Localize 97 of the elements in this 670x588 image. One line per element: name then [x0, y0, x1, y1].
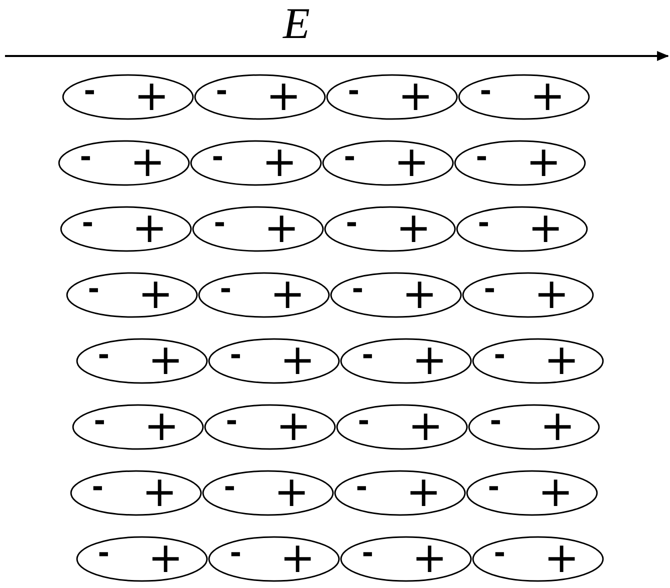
- minus-sign: -: [346, 202, 358, 242]
- dipole-ellipse: [458, 74, 590, 120]
- minus-sign: -: [494, 532, 506, 572]
- plus-sign: +: [408, 403, 444, 449]
- dipole-ellipse: [198, 272, 330, 318]
- minus-sign: -: [98, 532, 110, 572]
- plus-sign: +: [132, 205, 168, 251]
- dipole-ellipse: [340, 536, 472, 582]
- plus-sign: +: [142, 469, 178, 515]
- minus-sign: -: [224, 466, 236, 506]
- minus-sign: -: [220, 268, 232, 308]
- minus-sign: -: [348, 70, 360, 110]
- dipole-ellipse: [330, 272, 462, 318]
- dipole-ellipse: [336, 404, 468, 450]
- plus-sign: +: [526, 139, 562, 185]
- minus-sign: -: [344, 136, 356, 176]
- minus-sign: -: [88, 268, 100, 308]
- minus-sign: -: [214, 202, 226, 242]
- minus-sign: -: [356, 466, 368, 506]
- minus-sign: -: [98, 334, 110, 374]
- plus-sign: +: [544, 535, 580, 581]
- dipole-ellipse: [76, 536, 208, 582]
- dipole-ellipse: [208, 338, 340, 384]
- plus-sign: +: [280, 535, 316, 581]
- plus-sign: +: [406, 469, 442, 515]
- dipole-ellipse: [66, 272, 198, 318]
- dipole-ellipse: [190, 140, 322, 186]
- dipole-ellipse: [202, 470, 334, 516]
- minus-sign: -: [476, 136, 488, 176]
- minus-sign: -: [362, 532, 374, 572]
- dipole-ellipse: [208, 536, 340, 582]
- minus-sign: -: [478, 202, 490, 242]
- minus-sign: -: [212, 136, 224, 176]
- plus-sign: +: [402, 271, 438, 317]
- plus-sign: +: [134, 73, 170, 119]
- minus-sign: -: [80, 136, 92, 176]
- dipole-ellipse: [62, 74, 194, 120]
- dipole-ellipse: [454, 140, 586, 186]
- dipole-ellipse: [70, 470, 202, 516]
- minus-sign: -: [484, 268, 496, 308]
- dipole-ellipse: [72, 404, 204, 450]
- minus-sign: -: [92, 466, 104, 506]
- dipole-ellipse: [472, 338, 604, 384]
- dipole-ellipse: [192, 206, 324, 252]
- minus-sign: -: [358, 400, 370, 440]
- dipole-ellipse: [340, 338, 472, 384]
- minus-sign: -: [362, 334, 374, 374]
- plus-sign: +: [398, 73, 434, 119]
- plus-sign: +: [274, 469, 310, 515]
- plus-sign: +: [264, 205, 300, 251]
- plus-sign: +: [270, 271, 306, 317]
- dipole-ellipse: [326, 74, 458, 120]
- dipole-ellipse: [456, 206, 588, 252]
- minus-sign: -: [94, 400, 106, 440]
- minus-sign: -: [494, 334, 506, 374]
- dipole-ellipse: [334, 470, 466, 516]
- dipole-ellipse: [58, 140, 190, 186]
- minus-sign: -: [352, 268, 364, 308]
- dipole-ellipse: [462, 272, 594, 318]
- dipole-ellipse: [472, 536, 604, 582]
- dipole-ellipse: [322, 140, 454, 186]
- minus-sign: -: [82, 202, 94, 242]
- minus-sign: -: [230, 532, 242, 572]
- minus-sign: -: [480, 70, 492, 110]
- plus-sign: +: [528, 205, 564, 251]
- dipole-ellipse: [60, 206, 192, 252]
- minus-sign: -: [84, 70, 96, 110]
- minus-sign: -: [226, 400, 238, 440]
- minus-sign: -: [488, 466, 500, 506]
- minus-sign: -: [230, 334, 242, 374]
- dipole-ellipse: [194, 74, 326, 120]
- plus-sign: +: [396, 205, 432, 251]
- plus-sign: +: [262, 139, 298, 185]
- field-label: E: [283, 0, 310, 48]
- dipole-ellipse: [76, 338, 208, 384]
- plus-sign: +: [266, 73, 302, 119]
- minus-sign: -: [490, 400, 502, 440]
- plus-sign: +: [144, 403, 180, 449]
- plus-sign: +: [544, 337, 580, 383]
- plus-sign: +: [530, 73, 566, 119]
- plus-sign: +: [130, 139, 166, 185]
- plus-sign: +: [276, 403, 312, 449]
- dipole-ellipse: [324, 206, 456, 252]
- dipole-ellipse: [468, 404, 600, 450]
- plus-sign: +: [534, 271, 570, 317]
- plus-sign: +: [412, 535, 448, 581]
- minus-sign: -: [216, 70, 228, 110]
- plus-sign: +: [148, 337, 184, 383]
- dipole-ellipse: [466, 470, 598, 516]
- plus-sign: +: [538, 469, 574, 515]
- plus-sign: +: [280, 337, 316, 383]
- plus-sign: +: [540, 403, 576, 449]
- plus-sign: +: [138, 271, 174, 317]
- plus-sign: +: [412, 337, 448, 383]
- plus-sign: +: [148, 535, 184, 581]
- dipole-ellipse: [204, 404, 336, 450]
- plus-sign: +: [394, 139, 430, 185]
